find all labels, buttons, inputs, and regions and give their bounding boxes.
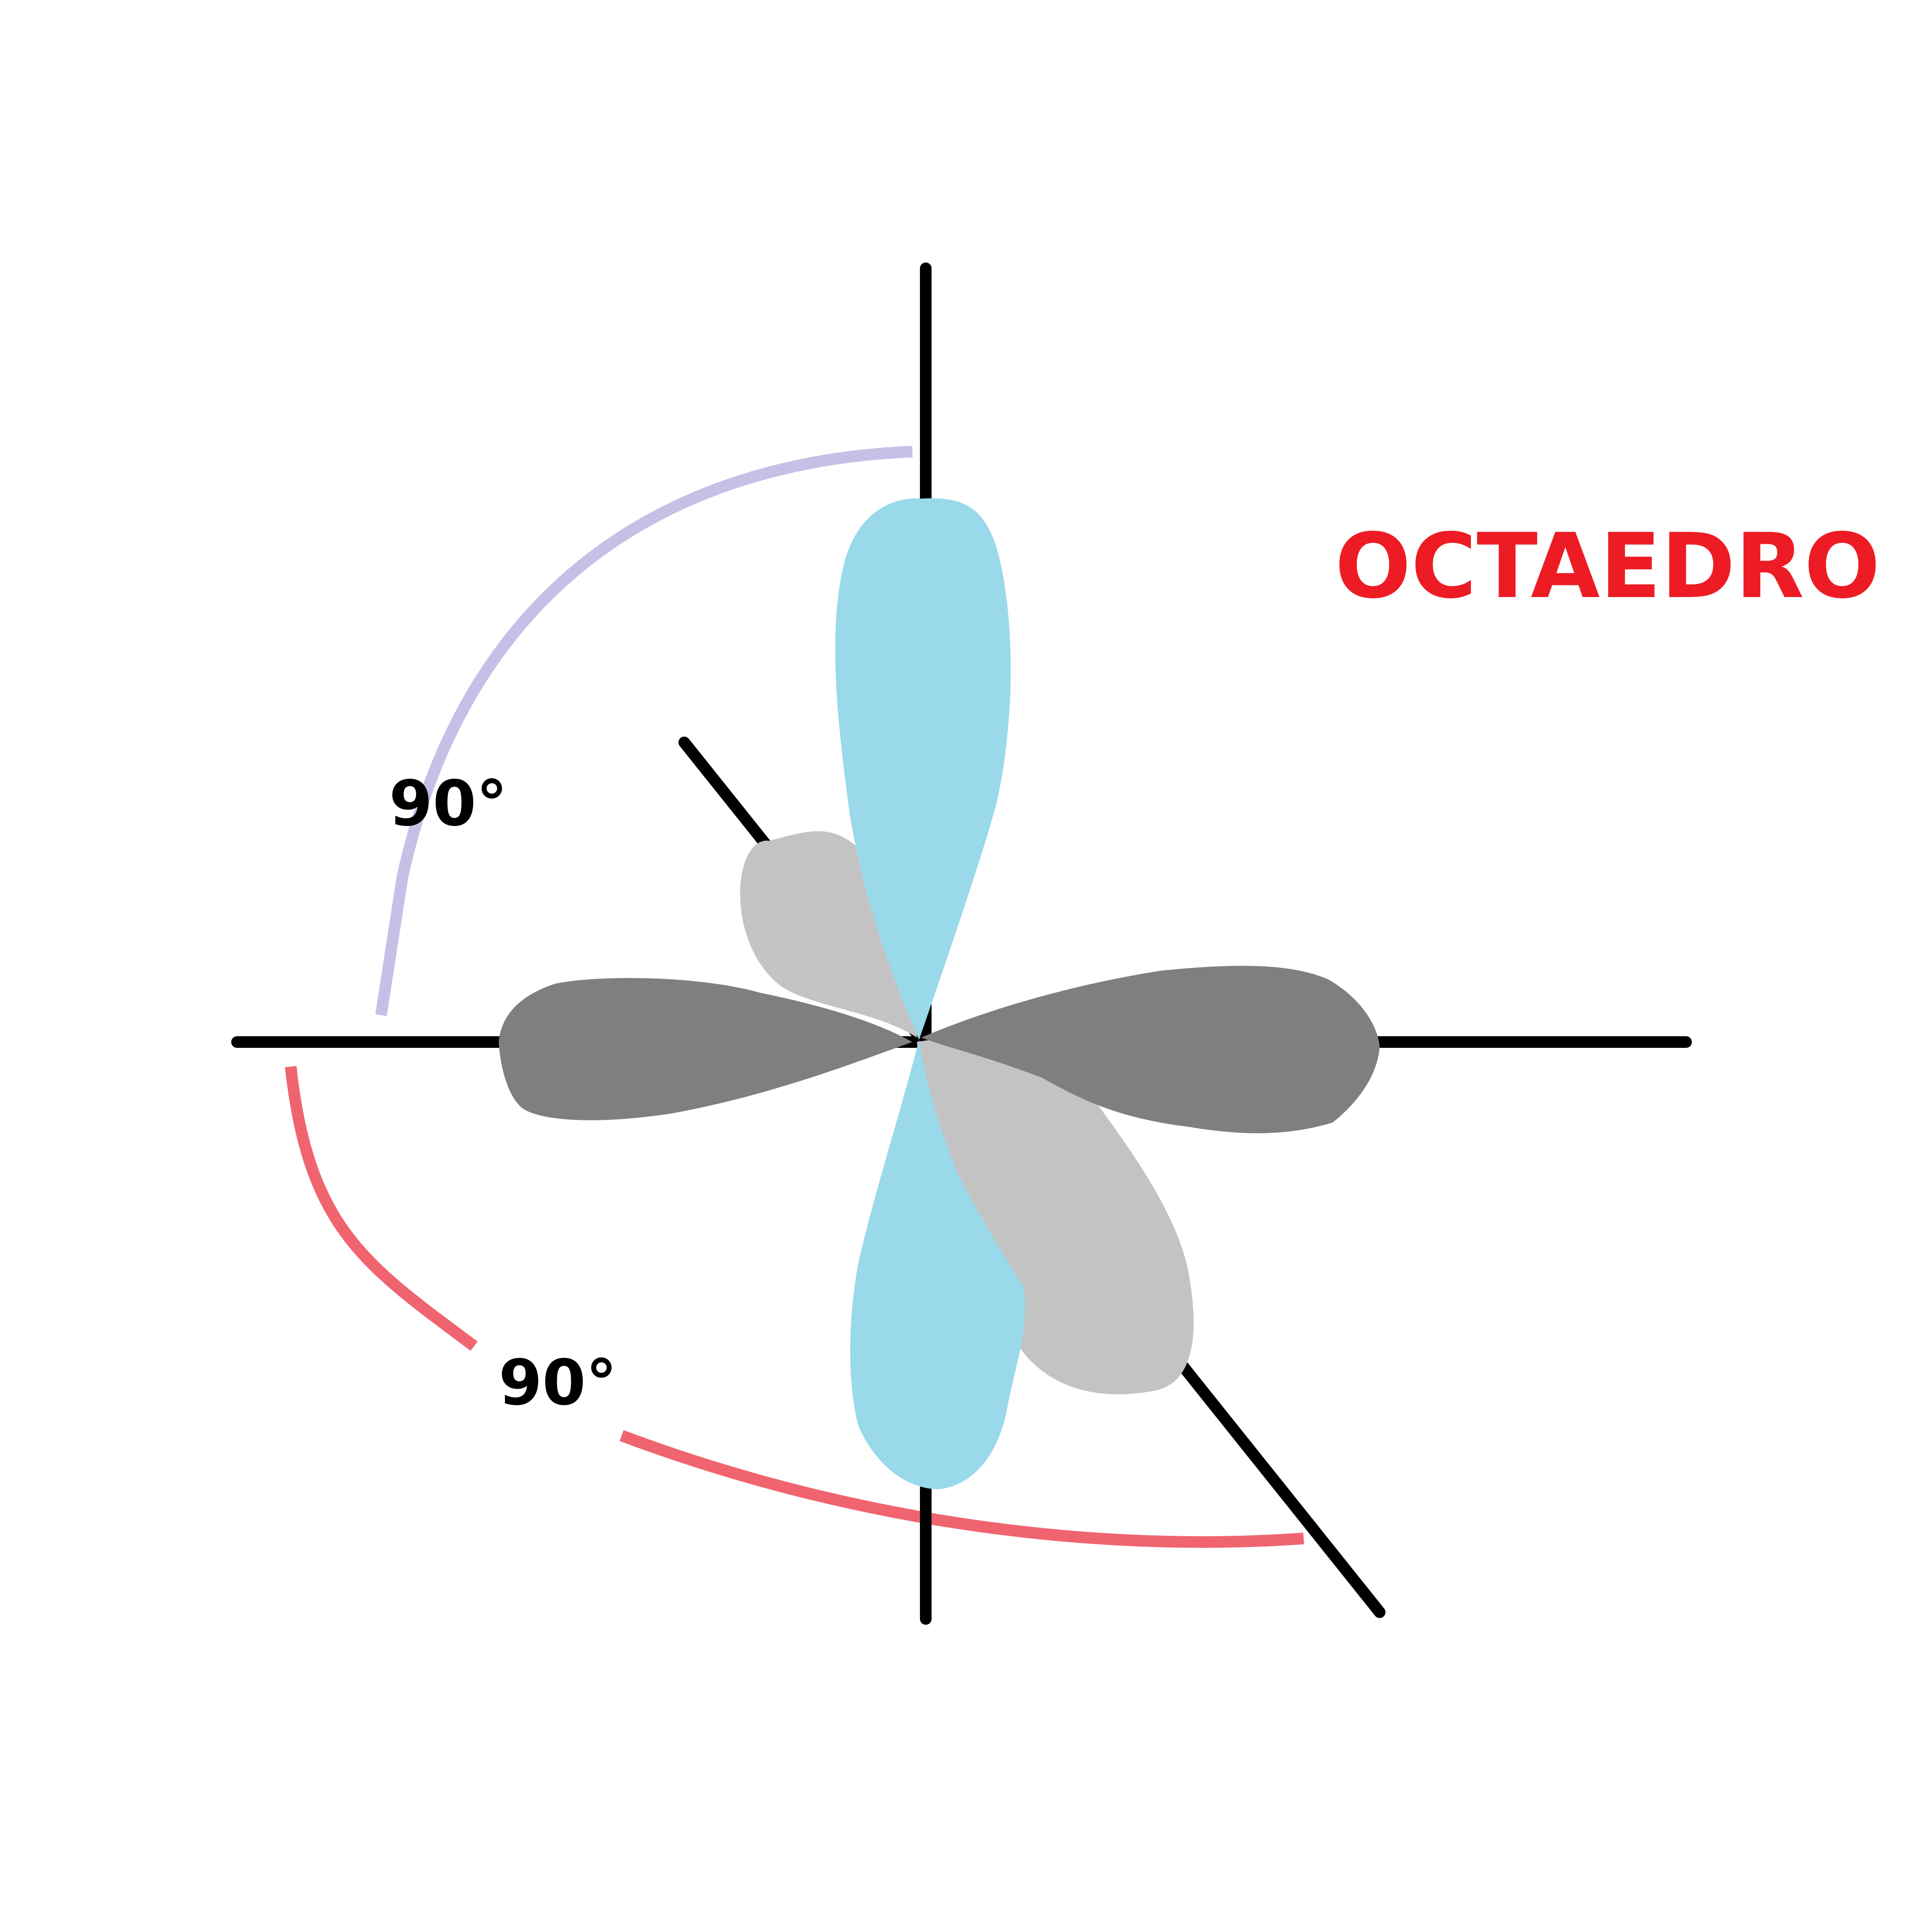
- angle-label-lower: 90°: [499, 1347, 617, 1419]
- lobe-vertical-upper: [835, 498, 1011, 1040]
- angle-arc-upper: [375, 446, 913, 1016]
- angle-arc-lower-right: [619, 1430, 1304, 1548]
- angle-label-upper: 90°: [389, 767, 508, 840]
- angle-arc-lower-left: [285, 1066, 478, 1351]
- lobe-vertical-lower: [850, 1040, 1025, 1489]
- diagram-title: OCTAEDRO: [1335, 514, 1880, 619]
- lobe-horizontal-right: [921, 966, 1380, 1133]
- lobe-diagonal-front: [917, 1038, 1194, 1394]
- lobe-horizontal-left: [499, 978, 912, 1120]
